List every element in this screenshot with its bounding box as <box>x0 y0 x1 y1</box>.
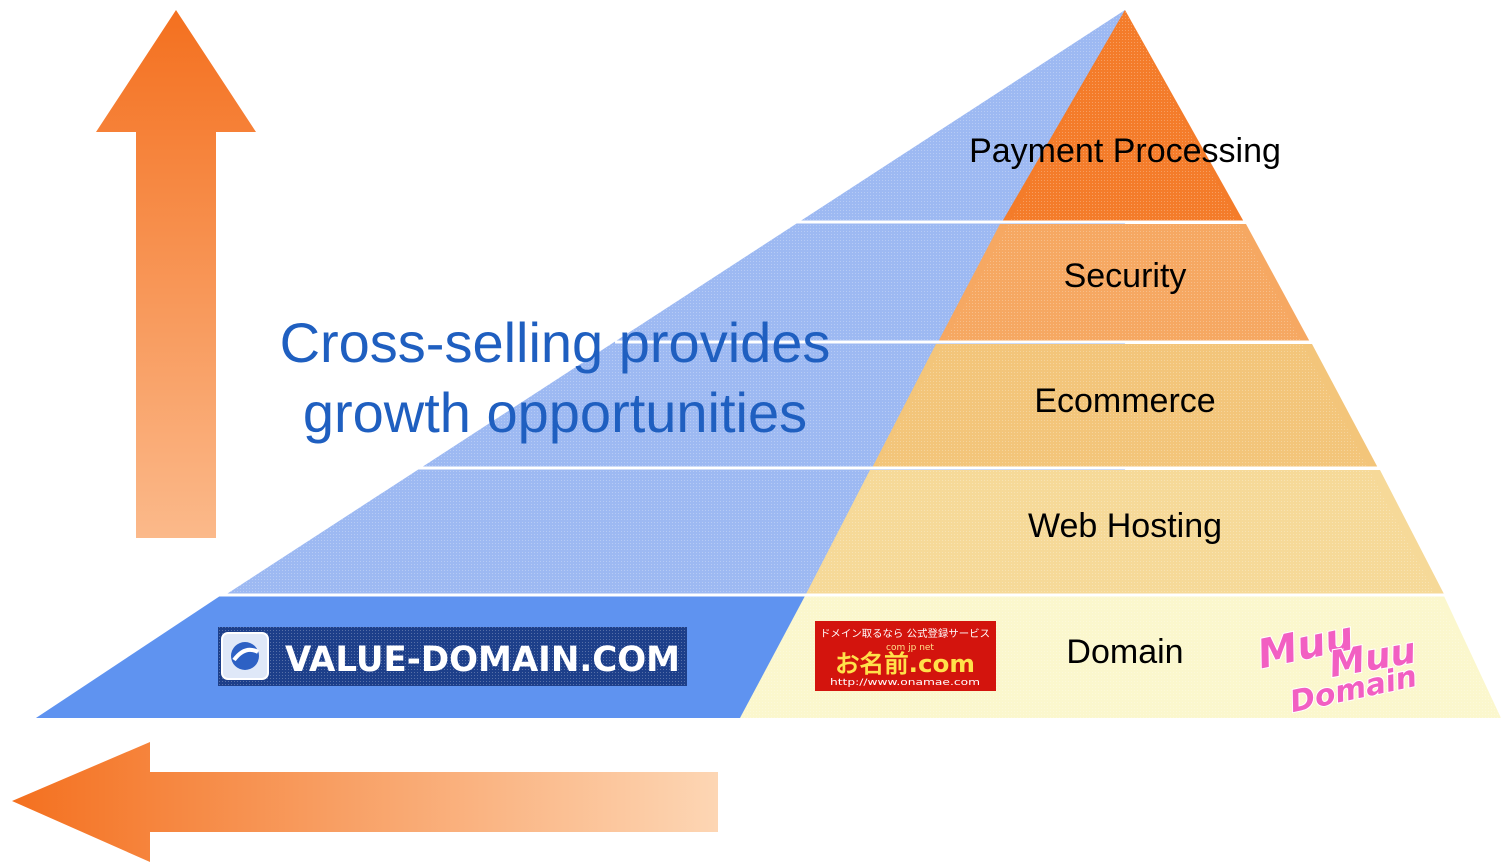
onamae-url: http://www.onamae.com <box>830 678 980 688</box>
level-dividers <box>218 220 1445 597</box>
headline-line-2: growth opportunities <box>302 381 808 444</box>
label-security: Security <box>1064 257 1187 295</box>
label-web-hosting: Web Hosting <box>1028 507 1222 545</box>
onamae-tlds: com jp net <box>886 643 934 653</box>
onamae-main: お名前.com <box>835 650 975 678</box>
muumuu-domain-logo: Muu Muu Domain <box>1253 612 1422 721</box>
value-domain-logo: VALUE-DOMAIN.COM <box>218 627 687 686</box>
label-domain: Domain <box>1066 633 1183 671</box>
onamae-tagline: ドメイン取るなら 公式登録サービス <box>820 627 990 640</box>
cross-sell-left-arrow <box>12 742 718 862</box>
onamae-logo: ドメイン取るなら 公式登録サービス com jp net お名前.com htt… <box>815 621 996 691</box>
label-ecommerce: Ecommerce <box>1034 382 1215 420</box>
headline: Cross-selling provides growth opportunit… <box>200 308 910 448</box>
headline-line-1: Cross-selling provides <box>279 311 831 374</box>
label-payment-processing: Payment Processing <box>969 132 1281 170</box>
value-domain-text: VALUE-DOMAIN.COM <box>285 640 680 680</box>
growth-up-arrow <box>96 10 256 538</box>
pyramid-texture <box>740 10 1501 718</box>
